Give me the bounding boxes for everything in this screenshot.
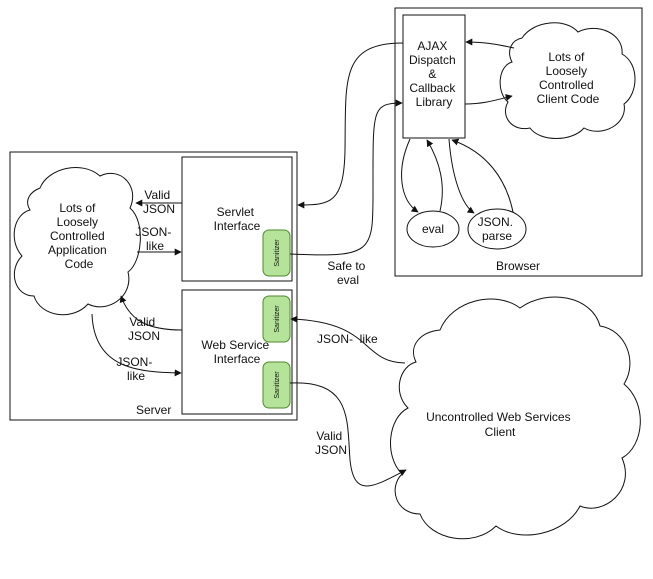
- ws-line-2: Interface: [214, 352, 261, 366]
- ajax-line-1: AJAX: [417, 39, 447, 53]
- label-valid-json-mid-1: Valid: [129, 315, 155, 329]
- ajax-line-3: &: [428, 67, 436, 81]
- svg-text:JSON- like: JSON- like: [116, 355, 155, 383]
- app-code-line-5: Code: [65, 257, 94, 271]
- servlet-line-1: Servlet: [217, 205, 255, 219]
- ws-line-1: Web Service: [201, 338, 269, 352]
- label-valid-json-ws-1: Valid: [316, 429, 342, 443]
- edge-ajax-to-servlet: [297, 42, 404, 209]
- servlet-interface-box: Servlet Interface: [181, 156, 293, 282]
- label-json-like-ws: JSON- like: [317, 332, 378, 346]
- uncontrolled-client-line-1: Uncontrolled Web Services: [426, 410, 571, 424]
- edge-ws-to-client: [289, 382, 407, 487]
- browser-container: Browser: [394, 7, 643, 277]
- svg-text:Valid JSON: Valid JSON: [315, 429, 347, 457]
- client-code-line-1: Lots of: [548, 50, 585, 64]
- app-code-line-3: Controlled: [50, 229, 105, 243]
- svg-text:Lots of Loosely Co: Lots of Loosely Controlled Application C…: [48, 201, 110, 271]
- edge-parse-to-ajax: [451, 138, 514, 213]
- label-valid-json-ws-2: JSON: [315, 443, 347, 457]
- app-code-line-1: Lots of: [59, 201, 96, 215]
- svg-text:JSON- like: JSON- like: [135, 225, 174, 253]
- svg-text:JSON. parse: JSON. parse: [478, 215, 517, 243]
- edge-client-to-ws: [290, 315, 406, 364]
- label-valid-json-top-1: Valid: [144, 188, 170, 202]
- edge-ajax-to-eval: [401, 138, 419, 213]
- ws-sanitizer-bottom-label: Sanitizer: [274, 371, 281, 399]
- edge-ajax-to-client: [464, 94, 513, 105]
- svg-text:AJAX Dispatch &: AJAX Dispatch & Callback Library: [409, 39, 459, 109]
- json-parse-node: JSON. parse: [467, 208, 527, 250]
- svg-text:Safe to eval: Safe to eval: [327, 259, 368, 287]
- servlet-sanitizer: Sanitizer: [262, 229, 291, 277]
- label-valid-json-mid-2: JSON: [128, 329, 160, 343]
- json-parse-line-1: JSON.: [478, 215, 513, 229]
- application-code-cloud: Lots of Loosely Controlled Application C…: [13, 167, 141, 316]
- ajax-library-box: AJAX Dispatch & Callback Library: [402, 14, 466, 139]
- edge-labels: Valid JSON JSON- like Valid JSON JSON- l…: [116, 188, 378, 457]
- eval-label: eval: [422, 222, 444, 236]
- servlet-sanitizer-label: Sanitizer: [274, 239, 281, 267]
- label-safe-to-eval-1: Safe to: [327, 259, 365, 273]
- servlet-line-2: Interface: [214, 219, 261, 233]
- ws-sanitizer-top-label: Sanitizer: [274, 305, 281, 333]
- ws-sanitizer-top: Sanitizer: [262, 295, 291, 343]
- uncontrolled-client-line-2: Client: [485, 425, 516, 439]
- label-json-like-top-2: like: [146, 239, 164, 253]
- edge-app-to-ws: [91, 313, 182, 377]
- edge-ws-to-app: [119, 295, 183, 331]
- label-json-like-mid-2: like: [127, 369, 145, 383]
- ajax-line-5: Library: [416, 95, 453, 109]
- svg-text:Valid JSON: Valid JSON: [128, 315, 160, 343]
- server-label: Server: [136, 403, 171, 417]
- ajax-line-4: Callback: [409, 81, 456, 95]
- app-code-line-4: Application: [48, 243, 107, 257]
- browser-label: Browser: [496, 259, 540, 273]
- ws-sanitizer-bottom: Sanitizer: [262, 361, 291, 409]
- json-parse-line-2: parse: [482, 229, 512, 243]
- edge-eval-to-ajax: [426, 139, 443, 212]
- label-json-like-top-1: JSON-: [135, 225, 171, 239]
- client-code-line-2: Loosely: [546, 64, 587, 78]
- label-valid-json-top-2: JSON: [143, 202, 175, 216]
- uncontrolled-client-cloud: Uncontrolled Web Services Client: [390, 296, 641, 540]
- edge-servlet-to-ajax: [289, 99, 403, 256]
- server-container: Server: [9, 151, 298, 421]
- edge-client-to-ajax: [465, 38, 515, 49]
- label-safe-to-eval-2: eval: [337, 273, 359, 287]
- svg-text:Uncontrolled Web Services: Uncontrolled Web Services Client: [426, 410, 574, 439]
- ajax-line-2: Dispatch: [409, 53, 456, 67]
- svg-text:Valid JSON: Valid JSON: [143, 188, 175, 216]
- svg-text:Web Service Interface: Web Service Interface: [201, 338, 272, 366]
- edge-ajax-to-parse: [448, 138, 475, 214]
- svg-text:Lots of Loosely Co: Lots of Loosely Controlled Client Code: [537, 50, 600, 106]
- svg-text:Servlet Interface: Servlet Interface: [214, 205, 261, 233]
- edges: [91, 38, 515, 487]
- app-code-line-2: Loosely: [57, 215, 98, 229]
- client-code-line-3: Controlled: [539, 78, 594, 92]
- label-json-like-mid-1: JSON-: [116, 355, 152, 369]
- client-code-cloud: Lots of Loosely Controlled Client Code: [499, 22, 636, 139]
- eval-node: eval: [406, 210, 460, 248]
- web-service-interface-box: Web Service Interface: [181, 289, 293, 415]
- client-code-line-4: Client Code: [537, 92, 600, 106]
